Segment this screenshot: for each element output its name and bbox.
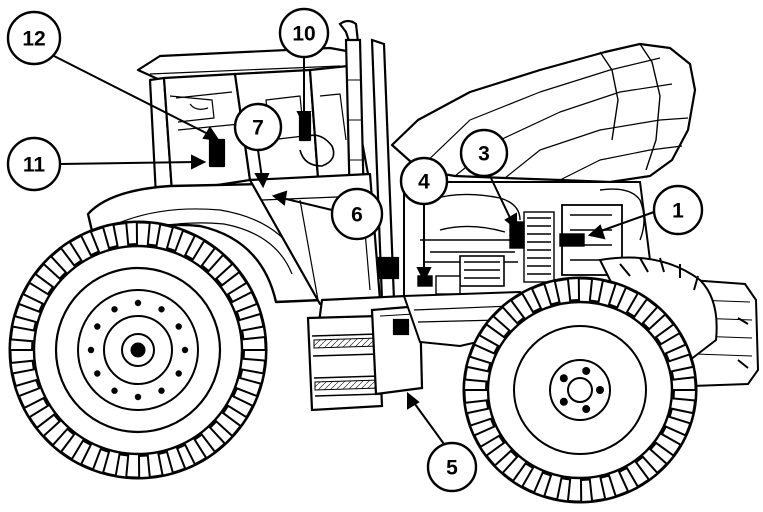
callout-10: 10: [278, 7, 330, 59]
callout-5: 5: [426, 441, 478, 493]
callout-4: 4: [399, 156, 449, 206]
callout-7: 7: [233, 102, 283, 152]
callout-label-10: 10: [292, 23, 315, 46]
callout-3: 3: [459, 128, 509, 178]
callout-label-12: 12: [22, 28, 45, 51]
callout-label-7: 7: [252, 117, 264, 140]
callout-label-1: 1: [672, 200, 684, 223]
callout-label-6: 6: [351, 204, 363, 227]
engine-compartment: [403, 181, 652, 301]
callout-label-11: 11: [23, 154, 46, 177]
callout-label-4: 4: [418, 171, 430, 194]
callout-12: 12: [6, 10, 62, 66]
callout-11: 11: [6, 136, 62, 192]
callout-1: 1: [652, 184, 704, 236]
callout-label-5: 5: [446, 457, 458, 480]
leader-lines: [53, 55, 655, 445]
step-ladder: [306, 314, 384, 412]
front-wheel: [462, 276, 698, 504]
fuel-tank: [370, 304, 424, 396]
callout-6: 6: [330, 187, 384, 241]
callout-label-3: 3: [478, 143, 490, 166]
rear-wheel: [8, 220, 268, 480]
